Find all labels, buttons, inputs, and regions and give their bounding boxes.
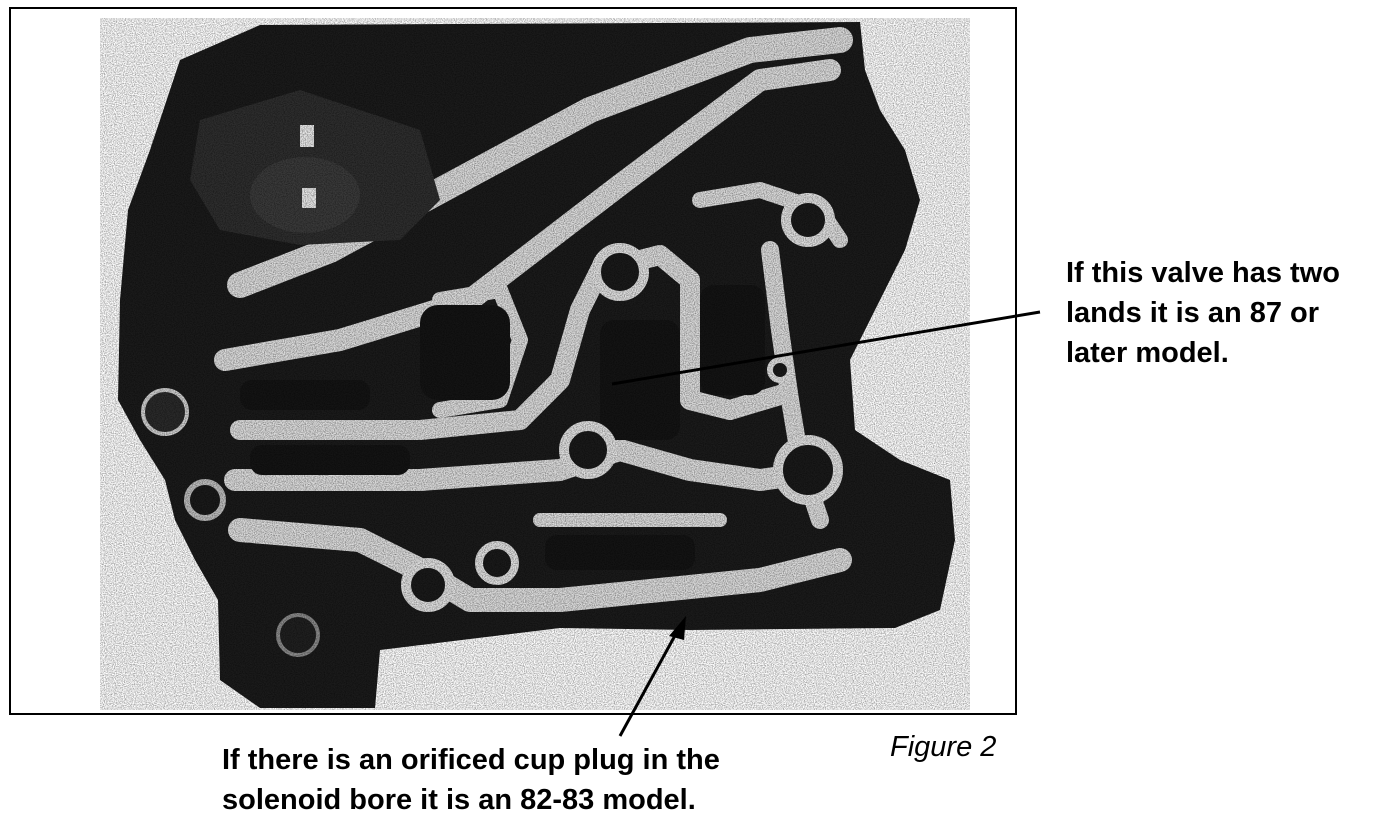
valve-callout-leader (611, 310, 1041, 386)
cup-plug-callout-leader (618, 629, 680, 737)
figure-caption: Figure 2 (890, 731, 997, 763)
callout-line: solenoid bore it is an 82-83 model. (222, 784, 696, 816)
callout-line: lands it is an 87 or (1066, 297, 1320, 329)
cup-plug-callout: If there is an orificed cup plug in the … (222, 740, 720, 820)
callout-line: If there is an orificed cup plug in the (222, 744, 720, 776)
callout-line: If this valve has two (1066, 257, 1340, 289)
callout-line: later model. (1066, 337, 1229, 369)
cup-plug-arrow-head (669, 616, 686, 640)
valve-body-photo (100, 18, 970, 710)
valve-lands-callout: If this valve has two lands it is an 87 … (1066, 253, 1340, 373)
